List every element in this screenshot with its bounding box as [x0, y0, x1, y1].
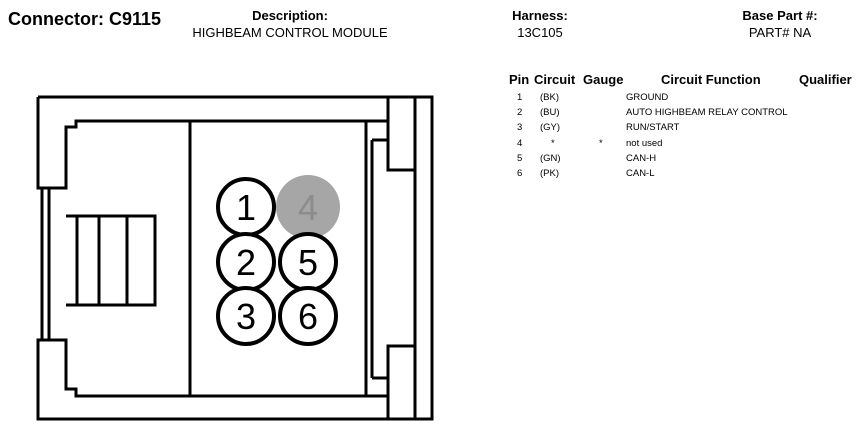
pin-cavity — [216, 286, 276, 346]
cell-circuit: * — [551, 137, 555, 149]
cell-pin: 1 — [517, 92, 523, 103]
cell-gauge: * — [599, 137, 603, 149]
col-header-pin: Pin — [509, 72, 530, 87]
base-part-label: Base Part #: — [742, 8, 818, 23]
pin-cavity-unused — [276, 175, 340, 239]
pin-number-label: 6 — [298, 296, 318, 337]
base-part-value: PART# NA — [748, 25, 812, 40]
pin-number-label: 5 — [298, 242, 318, 283]
pin-number-label: 3 — [236, 296, 256, 337]
col-header-gauge: Gauge — [583, 72, 624, 87]
col-header-circuit: Circuit — [534, 72, 576, 87]
cell-circuit: (GY) — [540, 122, 561, 134]
pin-number-label: 2 — [236, 242, 256, 283]
harness-label: Harness: — [512, 8, 568, 23]
left-latch-lower — [42, 338, 190, 398]
description-value: HIGHBEAM CONTROL MODULE — [192, 25, 388, 40]
housing-outline — [36, 95, 434, 421]
cell-function: CAN-H — [626, 152, 657, 164]
cell-pin: 6 — [517, 168, 523, 179]
cell-pin: 3 — [517, 122, 523, 134]
harness-value: 13C105 — [517, 25, 563, 40]
cell-function: RUN/START — [626, 122, 680, 134]
connector-label: Connector: — [8, 9, 104, 29]
col-header-function: Circuit Function — [661, 72, 761, 87]
right-latch — [386, 121, 417, 396]
description-label: Description: — [252, 8, 328, 23]
connector-title: Connector: C9115 — [8, 9, 161, 30]
pin-number-label: 4 — [298, 187, 318, 228]
cell-pin: 5 — [517, 152, 523, 164]
col-header-qualifier: Qualifier — [799, 72, 852, 87]
pin-number-label: 1 — [236, 187, 256, 228]
connector-id: C9115 — [109, 9, 162, 29]
cell-function: GROUND — [626, 92, 669, 103]
cell-circuit: (PK) — [540, 168, 559, 179]
pin-cavity-box — [188, 119, 368, 398]
cell-circuit: (BK) — [540, 92, 559, 103]
left-latch — [42, 119, 190, 190]
cell-pin: 2 — [517, 107, 523, 119]
pin-cavity — [278, 286, 338, 346]
cell-circuit: (BU) — [540, 107, 560, 119]
cell-function: AUTO HIGHBEAM RELAY CONTROL — [626, 107, 788, 119]
cell-pin: 4 — [517, 137, 523, 149]
cell-function: CAN-L — [626, 168, 655, 179]
cell-circuit: (GN) — [540, 152, 561, 164]
cell-function: not used — [626, 137, 663, 149]
